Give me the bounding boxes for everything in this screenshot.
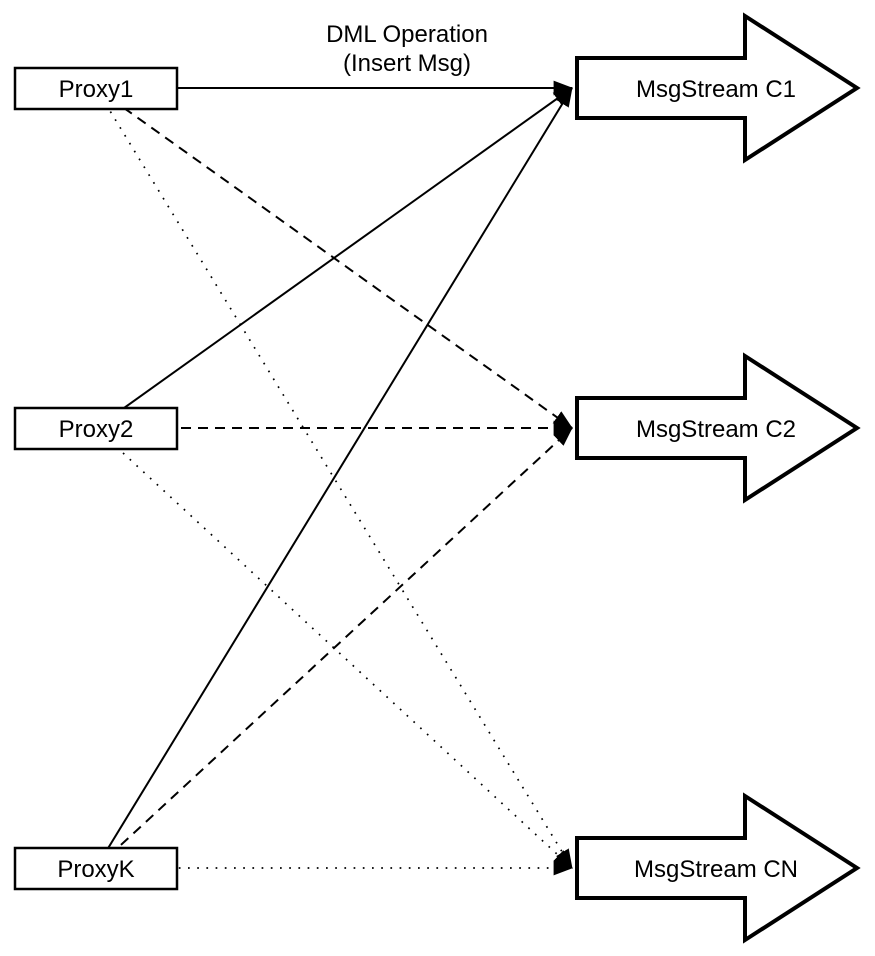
proxy2-box — [13, 406, 179, 451]
proxy1-box — [13, 66, 179, 111]
edge-annotation: DML Operation (Insert Msg) — [326, 21, 488, 77]
edges — [95, 80, 574, 876]
edge-proxy1-to-c2-dashed — [95, 87, 573, 429]
annotation-line2: (Insert Msg) — [343, 50, 471, 77]
edge-proxyk-to-c2-dashed — [95, 427, 573, 869]
msgstream-nodes: MsgStream C1 MsgStream C2 MsgStream CN — [575, 12, 861, 944]
msgstream-c1-arrow-shape — [575, 12, 861, 164]
proxy2-label: Proxy2 — [59, 416, 134, 443]
proxy-nodes: Proxy1 Proxy2 ProxyK — [13, 66, 179, 891]
msgstream-c2-arrow-shape — [575, 352, 861, 504]
proxyk-box — [13, 846, 179, 891]
proxyk-label: ProxyK — [57, 856, 134, 883]
msgstream-cn-arrow-shape — [575, 792, 861, 944]
proxy1-label: Proxy1 — [59, 76, 134, 103]
msgstream-cn-label: MsgStream CN — [634, 856, 798, 883]
msgstream-c2-label: MsgStream C2 — [636, 416, 796, 443]
msgstream-c1-label: MsgStream C1 — [636, 76, 796, 103]
annotation-line1: DML Operation — [326, 21, 488, 48]
edge-proxyk-to-c1-solid — [95, 87, 573, 869]
